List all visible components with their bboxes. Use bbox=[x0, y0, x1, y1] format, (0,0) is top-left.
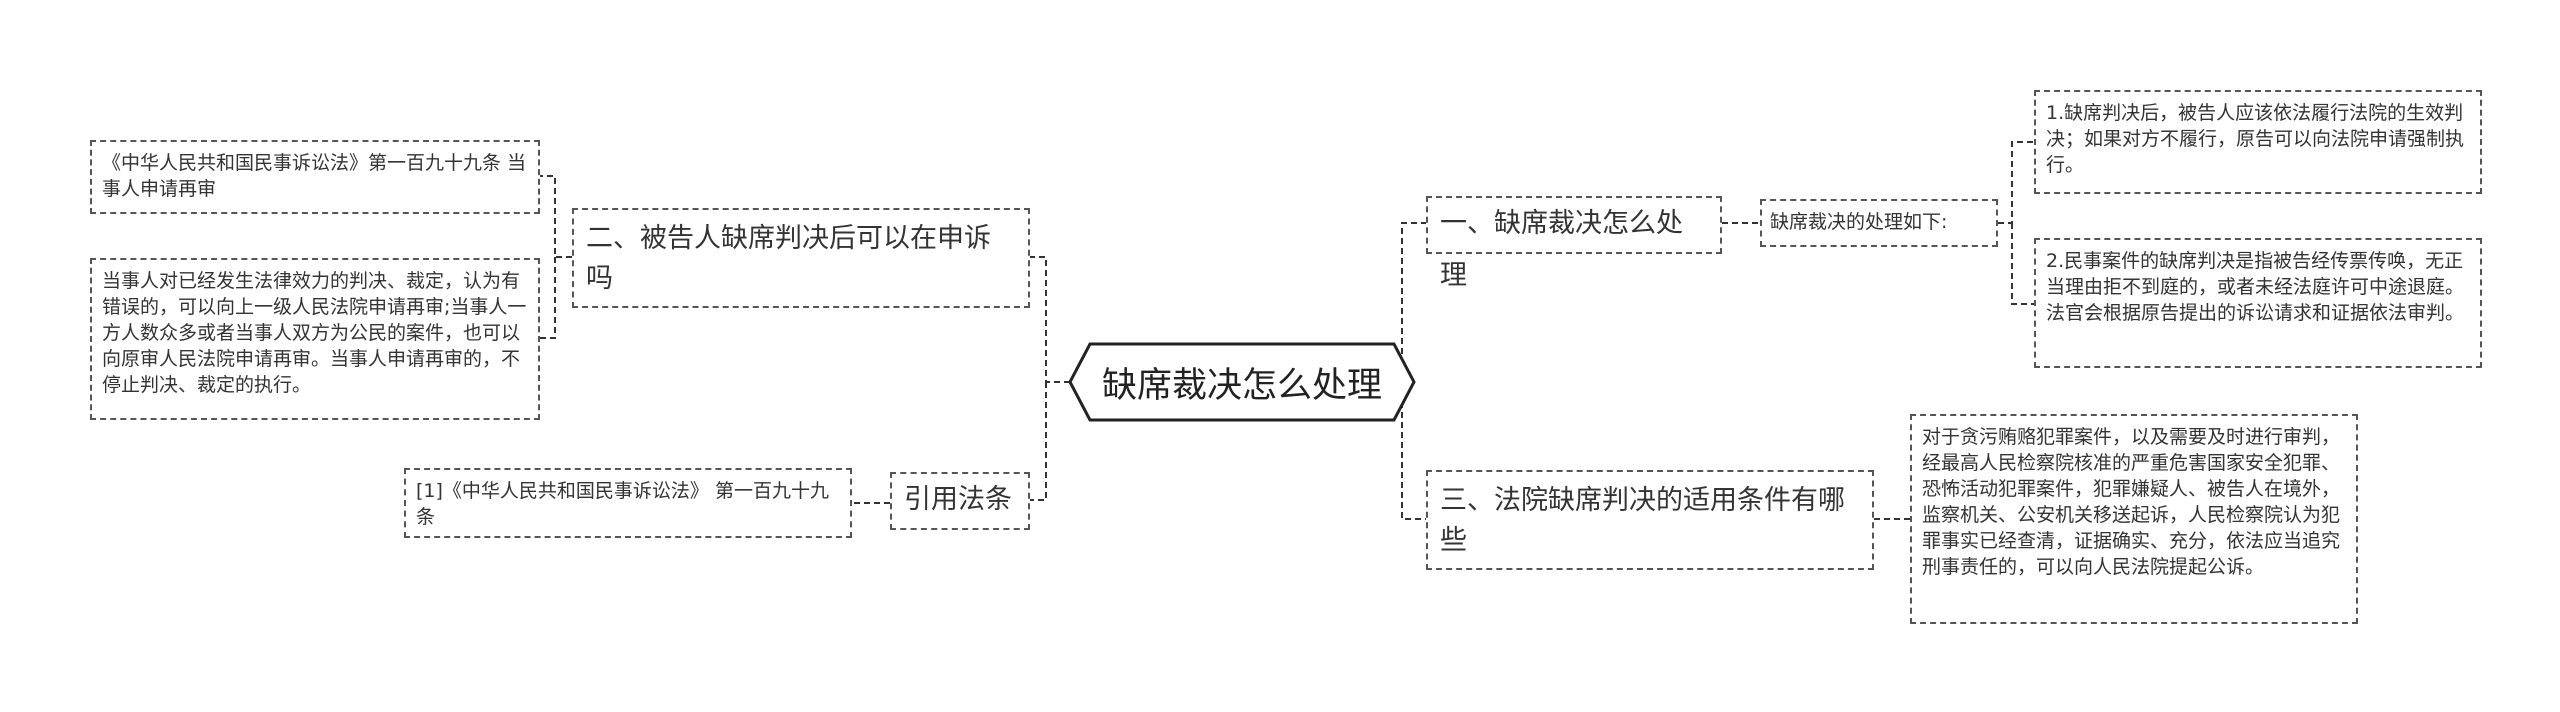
branch-appeal-after-default-judgment[interactable]: 二、被告人缺席判决后可以在申诉吗 bbox=[572, 208, 1030, 308]
leaf-retrial-application-rules[interactable]: 当事人对已经发生法律效力的判决、裁定，认为有错误的，可以向上一级人民法院申请再审… bbox=[90, 258, 540, 420]
root-node-title[interactable]: 缺席裁决怎么处理 bbox=[1101, 365, 1382, 406]
branch-applicable-conditions[interactable]: 三、法院缺席判决的适用条件有哪些 bbox=[1426, 470, 1874, 570]
leaf-criminal-trial-in-absentia-conditions[interactable]: 对于贪污贿赂犯罪案件，以及需要及时进行审判，经最高人民检察院核准的严重危害国家安… bbox=[1910, 414, 2358, 624]
sub-handling-as-follows[interactable]: 缺席裁决的处理如下: bbox=[1760, 199, 1998, 247]
leaf-citation-article-199[interactable]: [1]《中华人民共和国民事诉讼法》 第一百九十九条 bbox=[404, 468, 852, 538]
leaf-civil-default-judgment-definition[interactable]: 2.民事案件的缺席判决是指被告经传票传唤，无正当理由拒不到庭的，或者未经法庭许可… bbox=[2034, 238, 2482, 368]
branch-cited-statutes[interactable]: 引用法条 bbox=[890, 472, 1030, 530]
leaf-civil-procedure-law-article-199[interactable]: 《中华人民共和国民事诉讼法》第一百九十九条 当事人申请再审 bbox=[90, 140, 540, 214]
leaf-enforcement-after-default-judgment[interactable]: 1.缺席判决后，被告人应该依法履行法院的生效判决；如果对方不履行，原告可以向法院… bbox=[2034, 90, 2482, 194]
branch-how-to-handle-default-ruling[interactable]: 一、缺席裁决怎么处理 bbox=[1426, 196, 1722, 291]
